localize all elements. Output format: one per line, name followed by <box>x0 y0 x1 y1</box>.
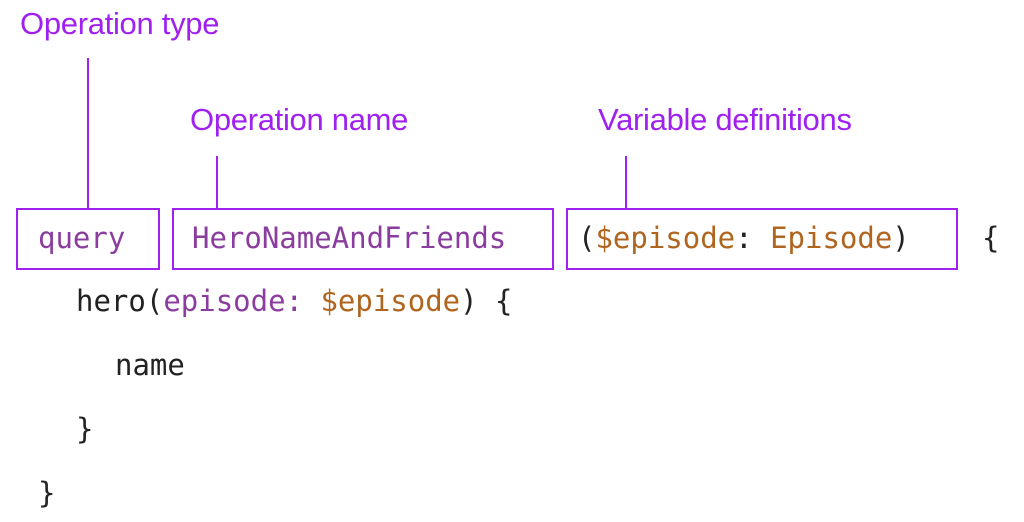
variable-definitions-label: Variable definitions <box>598 102 852 137</box>
operation-type-label: Operation type <box>20 6 220 41</box>
code-line-name: name <box>115 348 185 382</box>
code-variable-definitions: ($episode: Episode) <box>578 221 910 255</box>
operation-name-connector <box>216 156 218 209</box>
operation-type-connector <box>87 58 89 209</box>
code-line-hero: hero(episode: $episode) { <box>76 284 513 318</box>
variable-definitions-connector <box>625 156 627 209</box>
code-open-brace: { <box>982 221 1000 255</box>
operation-type-box <box>16 208 160 270</box>
code-line-inner-close: } <box>76 412 94 446</box>
operation-name-label: Operation name <box>190 102 409 137</box>
variable-definitions-box <box>566 208 958 270</box>
code-operation-name: HeroNameAndFriends <box>192 221 507 255</box>
operation-name-box <box>172 208 554 270</box>
code-keyword: query <box>38 221 126 255</box>
code-line-outer-close: } <box>38 476 56 510</box>
